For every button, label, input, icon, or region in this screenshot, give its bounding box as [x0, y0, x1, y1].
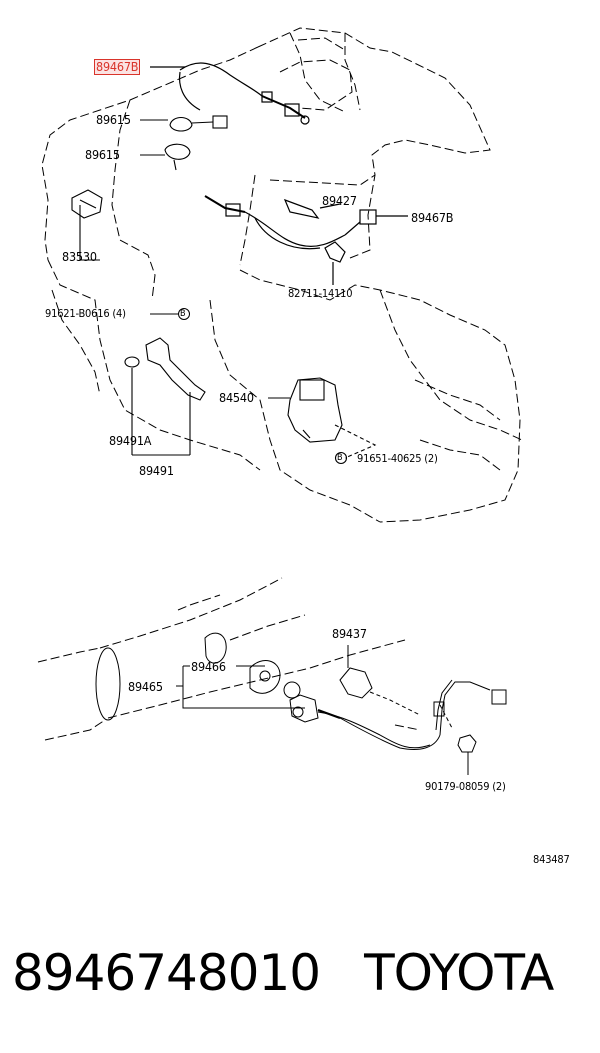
oxygen-sensor-upper: [150, 62, 310, 125]
callout-90179-08059[interactable]: 90179-08059 (2): [425, 780, 506, 793]
callout-91621-b0616[interactable]: 91621-B0616 (4): [45, 307, 126, 320]
oxygen-sensor-middle: [204, 195, 408, 285]
callout-84540[interactable]: 84540: [219, 390, 254, 405]
callout-83530[interactable]: 83530: [62, 249, 97, 264]
marker-b-upper: B: [180, 309, 186, 319]
brand-name: TOYOTA: [364, 944, 554, 1002]
callout-89466[interactable]: 89466: [191, 659, 226, 674]
parts-diagram: [37, 27, 523, 775]
callout-89467b[interactable]: 89467B: [411, 210, 454, 225]
oil-pressure-switch: [71, 189, 103, 261]
engine-outline: [41, 27, 523, 523]
exhaust-pipe: [37, 577, 507, 775]
figure-id: 843487: [533, 853, 570, 866]
callout-89491[interactable]: 89491: [139, 463, 174, 478]
part-caption: 8946748010 TOYOTA: [12, 938, 600, 1008]
callout-89437[interactable]: 89437: [332, 626, 367, 641]
callout-89467b-highlighted[interactable]: 89467B: [94, 59, 141, 75]
marker-b-lower: B: [337, 453, 343, 463]
bolt-91621: [150, 308, 190, 320]
callout-82711-14110[interactable]: 82711-14110: [288, 287, 353, 300]
callout-89615-b[interactable]: 89615: [85, 147, 120, 162]
callout-91651-40625[interactable]: 91651-40625 (2): [357, 452, 438, 465]
callout-89491a[interactable]: 89491A: [109, 433, 152, 448]
neutral-start-switch: [268, 377, 377, 465]
callout-89427[interactable]: 89427: [322, 193, 357, 208]
callout-89465[interactable]: 89465: [128, 679, 163, 694]
knock-sensors: [140, 115, 228, 171]
callout-89615-a[interactable]: 89615: [96, 112, 131, 127]
part-number: 8946748010: [12, 944, 321, 1002]
crank-position-sensor: [124, 337, 206, 456]
